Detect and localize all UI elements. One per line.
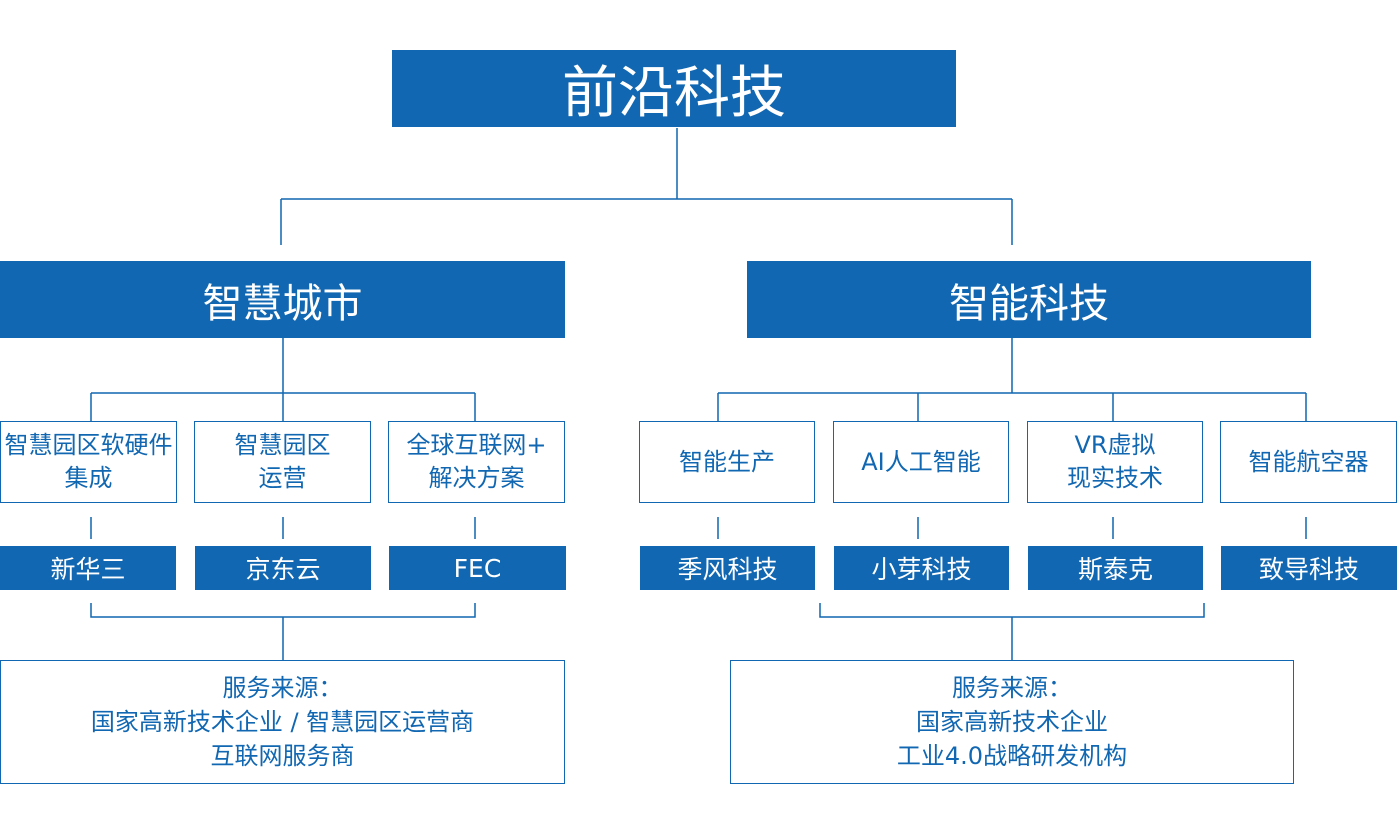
category-label: AI人工智能 <box>861 447 981 476</box>
category-vr: VR虚拟 现实技术 <box>1027 421 1203 503</box>
company-label: 京东云 <box>245 555 321 584</box>
category-label: 智能航空器 <box>1248 447 1369 476</box>
source-line: 国家高新技术企业 / 智慧园区运营商 <box>90 708 475 736</box>
company-xiaoya-tech: 小芽科技 <box>834 546 1009 590</box>
root-label: 前沿科技 <box>562 61 786 126</box>
category-label: 智慧园区软硬件 <box>4 431 173 459</box>
category-label: 智能生产 <box>679 447 775 476</box>
category-global-internet-solution: 全球互联网+ 解决方案 <box>388 421 565 503</box>
root-node: 前沿科技 <box>392 50 956 127</box>
connector-root-to-branches <box>280 128 1013 245</box>
company-label: 致导科技 <box>1258 555 1359 584</box>
service-source-smart-city: 服务来源： 国家高新技术企业 / 智慧园区运营商 互联网服务商 <box>0 660 565 784</box>
company-label: 季风科技 <box>677 555 778 584</box>
branch-label: 智慧城市 <box>202 280 363 327</box>
company-label: 新华三 <box>50 555 126 584</box>
category-label: 全球互联网+ <box>406 431 547 459</box>
company-label: 斯泰克 <box>1077 555 1153 584</box>
category-label: 智慧园区 <box>234 431 331 459</box>
source-heading: 服务来源： <box>952 674 1072 702</box>
service-source-smart-tech: 服务来源： 国家高新技术企业 工业4.0战略研发机构 <box>730 660 1294 784</box>
category-ai: AI人工智能 <box>833 421 1009 503</box>
company-label: FEC <box>453 553 502 583</box>
company-label: 小芽科技 <box>871 555 972 584</box>
company-stk: 斯泰克 <box>1028 546 1203 590</box>
connector-left-branch-to-categories <box>90 338 476 421</box>
company-monsoon-tech: 季风科技 <box>640 546 815 590</box>
company-fec: FEC <box>389 546 566 590</box>
source-line: 互联网服务商 <box>210 742 355 770</box>
company-zhidao-tech: 致导科技 <box>1221 546 1397 590</box>
category-smart-aircraft: 智能航空器 <box>1220 421 1397 503</box>
category-label: 解决方案 <box>428 464 525 492</box>
connector-right-branch-to-categories <box>717 338 1307 421</box>
branch-smart-city: 智慧城市 <box>0 261 565 338</box>
category-label: 集成 <box>64 464 113 492</box>
branch-smart-tech: 智能科技 <box>747 261 1311 338</box>
connector-right-companies-to-source <box>819 603 1205 660</box>
category-smart-park-hardware: 智慧园区软硬件 集成 <box>0 421 177 503</box>
source-heading: 服务来源： <box>222 674 343 702</box>
category-label: VR虚拟 <box>1074 431 1156 459</box>
source-line: 国家高新技术企业 <box>916 708 1108 736</box>
category-label: 运营 <box>258 464 307 492</box>
category-smart-production: 智能生产 <box>639 421 815 503</box>
source-line: 工业4.0战略研发机构 <box>896 742 1128 770</box>
category-label: 现实技术 <box>1067 464 1163 492</box>
company-jd-cloud: 京东云 <box>195 546 371 590</box>
company-h3c: 新华三 <box>0 546 176 590</box>
category-smart-park-operation: 智慧园区 运营 <box>194 421 371 503</box>
connector-categories-to-companies <box>90 517 1307 539</box>
branch-label: 智能科技 <box>949 280 1109 327</box>
connector-left-companies-to-source <box>90 603 476 660</box>
